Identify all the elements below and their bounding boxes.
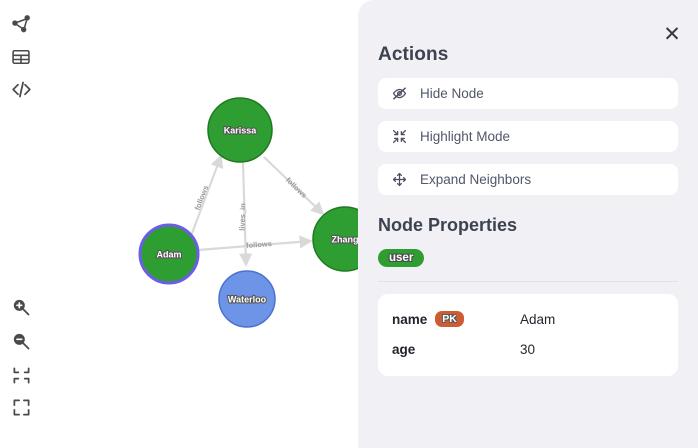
node-properties-title: Node Properties xyxy=(378,215,518,235)
highlight-mode-label: Highlight Mode xyxy=(420,129,511,144)
expand-neighbors-icon xyxy=(392,172,407,187)
pk-badge: PK xyxy=(435,311,464,327)
graph-node-waterloo[interactable]: Waterloo xyxy=(218,270,276,328)
panel-divider xyxy=(378,281,678,282)
hide-node-button[interactable]: Hide Node xyxy=(378,78,678,109)
node-label: Waterloo xyxy=(228,294,267,304)
edge-adam-zhang[interactable] xyxy=(197,235,313,252)
property-key: name xyxy=(392,311,428,327)
eye-off-icon xyxy=(392,86,407,101)
property-key-cell: name PK xyxy=(392,311,520,327)
edge-karissa-zhang[interactable] xyxy=(263,156,325,216)
expand-neighbors-button[interactable]: Expand Neighbors xyxy=(378,164,678,195)
edge-label: follows xyxy=(284,175,309,199)
graph-node-karissa[interactable]: Karissa xyxy=(207,97,273,163)
table-row[interactable]: age 30 xyxy=(378,334,678,364)
close-icon[interactable]: ✕ xyxy=(663,22,681,46)
edge-adam-karissa[interactable] xyxy=(189,154,224,237)
node-properties-table: name PK Adam age 30 xyxy=(378,294,678,376)
node-label: Karissa xyxy=(224,125,258,135)
zoom-in-icon[interactable] xyxy=(6,292,36,322)
property-key-cell: age xyxy=(392,342,520,357)
edge-label: follows xyxy=(193,184,211,211)
property-key: age xyxy=(392,341,416,357)
code-view-icon[interactable] xyxy=(6,74,36,104)
node-label: Adam xyxy=(156,249,181,259)
graph-nodes: Karissa Zhang Adam Waterloo xyxy=(138,97,378,328)
node-label-badge[interactable]: user xyxy=(378,249,425,267)
edge-label: follows xyxy=(246,239,272,250)
property-value: 30 xyxy=(520,341,536,357)
node-details-panel: ✕ Actions Hide Node xyxy=(358,0,698,448)
node-label-badge-row: user xyxy=(378,248,678,267)
left-toolbar xyxy=(0,0,42,448)
highlight-mode-button[interactable]: Highlight Mode xyxy=(378,121,678,152)
node-label: Zhang xyxy=(332,234,359,244)
property-value: Adam xyxy=(520,311,556,327)
table-view-icon[interactable] xyxy=(6,42,36,72)
hide-node-label: Hide Node xyxy=(420,86,484,101)
highlight-mode-icon xyxy=(392,129,407,144)
graph-edges xyxy=(189,154,325,267)
fit-to-screen-icon[interactable] xyxy=(6,360,36,390)
table-row[interactable]: name PK Adam xyxy=(378,304,678,334)
graph-view-icon[interactable] xyxy=(6,8,36,38)
edge-label: lives_in xyxy=(238,203,248,231)
zoom-out-icon[interactable] xyxy=(6,326,36,356)
actions-title: Actions xyxy=(378,44,449,65)
edge-karissa-waterloo[interactable] xyxy=(239,161,253,267)
graph-node-adam[interactable]: Adam xyxy=(138,223,200,285)
fullscreen-icon[interactable] xyxy=(6,392,36,422)
expand-neighbors-label: Expand Neighbors xyxy=(420,172,532,187)
